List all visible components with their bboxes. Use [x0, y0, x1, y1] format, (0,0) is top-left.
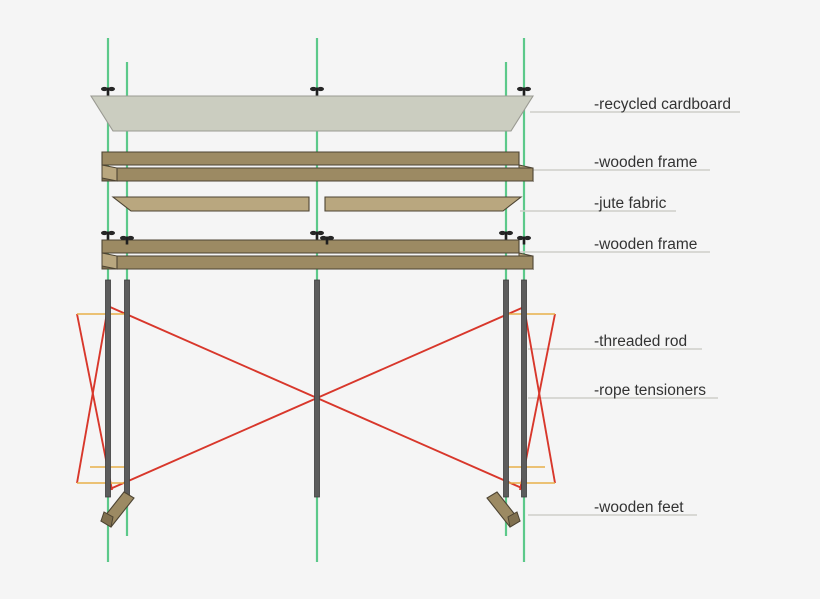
label-wooden-feet: -wooden feet — [594, 499, 684, 516]
wingnut-top-center-left-wing — [310, 86, 317, 92]
wooden-frame-bottom-back-rail — [101, 239, 520, 254]
wingnut-mid-right-b-left-wing — [517, 235, 524, 241]
wooden-feet-group — [100, 491, 521, 528]
label-recycled-cardboard: -recycled cardboard — [594, 96, 731, 113]
wingnut-mid-left-a-shank — [106, 231, 110, 240]
wingnut-top-right-right-wing — [524, 86, 531, 92]
recycled-cardboard-group — [90, 95, 534, 132]
label-wooden-frame-top: -wooden frame — [594, 154, 697, 171]
wingnut-top-center — [310, 86, 324, 96]
wingnut-mid-right-b — [517, 235, 531, 245]
wingnut-top-right — [517, 86, 531, 96]
wingnut-mid-left-b — [120, 235, 134, 245]
wooden-foot-left — [100, 491, 135, 528]
wingnut-top-left — [101, 86, 115, 96]
wingnut-top-left-left-wing — [101, 86, 108, 92]
jute-fabric-left — [111, 196, 310, 212]
wingnut-mid-right-b-right-wing — [524, 235, 531, 241]
wingnut-top-left-shank — [106, 87, 110, 96]
wingnut-mid-right-a — [499, 230, 513, 240]
wingnut-mid-right-a-shank — [504, 231, 508, 240]
wooden-foot-left-end-cap — [100, 511, 114, 528]
wingnut-mid-left-a — [101, 230, 115, 240]
wingnut-mid-center-a-right-wing — [317, 230, 324, 236]
label-threaded-rod: -threaded rod — [594, 333, 687, 350]
jute-fabric-group — [111, 196, 523, 212]
wingnut-mid-center-a-shank — [315, 231, 319, 240]
threaded-rod-right-outer — [521, 279, 527, 498]
wingnut-mid-left-a-left-wing — [101, 230, 108, 236]
component-labels-group: -recycled cardboard -wooden frame -jute fa… — [594, 96, 731, 516]
wingnut-top-center-right-wing — [317, 86, 324, 92]
recycled-cardboard-panel — [90, 95, 534, 132]
wooden-foot-right-end-cap — [507, 511, 521, 528]
wingnut-top-right-shank — [522, 87, 526, 96]
label-jute-fabric: -jute fabric — [594, 195, 667, 212]
threaded-rod-right-inner — [503, 279, 509, 498]
wooden-frame-top-back-rail — [101, 151, 520, 166]
wooden-frame-bottom-front-rail — [116, 255, 534, 270]
wingnut-mid-left-b-left-wing — [120, 235, 127, 241]
wingnut-top-left-right-wing — [108, 86, 115, 92]
label-rope-tensioners: -rope tensioners — [594, 382, 706, 399]
wing-nuts-group — [101, 86, 531, 245]
wingnut-mid-right-a-left-wing — [499, 230, 506, 236]
wingnut-mid-center-b — [320, 235, 334, 245]
wooden-frame-bottom — [101, 239, 535, 270]
threaded-rod-left-inner — [124, 279, 130, 498]
wingnut-mid-center-b-shank — [325, 236, 329, 245]
wingnut-mid-right-a-right-wing — [506, 230, 513, 236]
wooden-foot-right — [486, 491, 521, 528]
threaded-rod-left-outer — [105, 279, 111, 498]
wooden-frames-group — [101, 151, 535, 270]
label-wooden-frame-bottom: -wooden frame — [594, 236, 697, 253]
wooden-frame-bottom-left-cap — [101, 252, 118, 270]
wingnut-mid-center-a — [310, 230, 324, 240]
wingnut-mid-left-b-right-wing — [127, 235, 134, 241]
wingnut-top-center-shank — [315, 87, 319, 96]
wooden-frame-top-front-rail — [116, 167, 534, 182]
wooden-frame-top-left-cap — [101, 164, 118, 182]
wingnut-mid-right-b-shank — [522, 236, 526, 245]
wingnut-mid-center-b-right-wing — [327, 235, 334, 241]
threaded-rod-center — [314, 279, 320, 498]
leader-lines-group — [516, 111, 740, 516]
jute-fabric-right — [324, 196, 523, 212]
wingnut-mid-left-b-shank — [125, 236, 129, 245]
wingnut-mid-left-a-right-wing — [108, 230, 115, 236]
wingnut-top-right-left-wing — [517, 86, 524, 92]
wooden-frame-top — [101, 151, 535, 182]
wingnut-mid-center-b-left-wing — [320, 235, 327, 241]
wingnut-mid-center-a-left-wing — [310, 230, 317, 236]
